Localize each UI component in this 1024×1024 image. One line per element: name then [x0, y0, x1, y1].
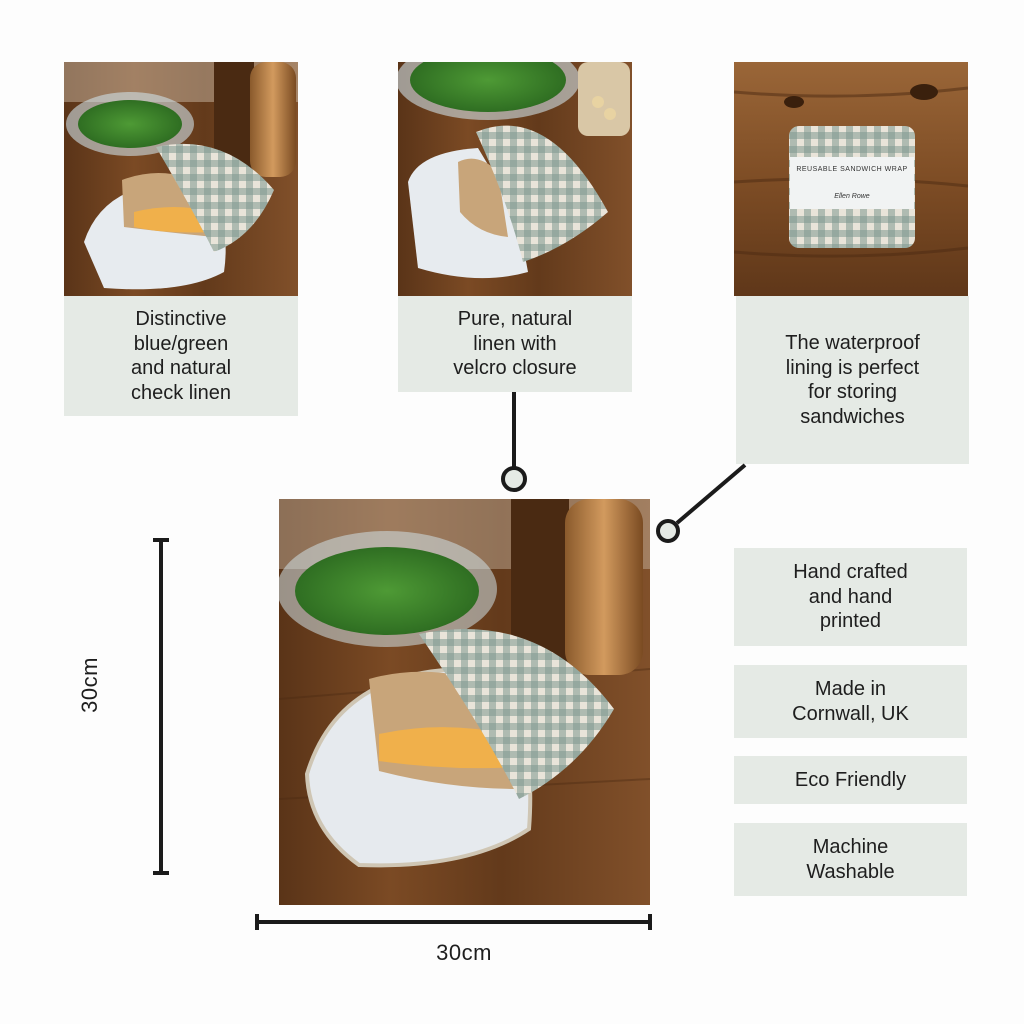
callout-closure: Pure, natural linen with velcro closure — [398, 296, 632, 392]
height-rule-cap-bottom — [153, 871, 169, 875]
connector-dot-closure — [501, 466, 527, 492]
packaging-label-title: REUSABLE SANDWICH WRAP — [796, 166, 908, 173]
width-rule-cap-right — [648, 914, 652, 930]
feature-hand-crafted: Hand crafted and hand printed — [734, 548, 967, 646]
feature-made-in-cornwall: Made in Cornwall, UK — [734, 665, 967, 738]
width-rule-cap-left — [255, 914, 259, 930]
connector-dot-lining — [656, 519, 680, 543]
main-product-photo — [279, 499, 650, 905]
feature-machine-washable: Machine Washable — [734, 823, 967, 896]
width-dimension-label: 30cm — [436, 940, 492, 965]
feature-eco-friendly: Eco Friendly — [734, 756, 967, 804]
height-dimension-label: 30cm — [77, 657, 102, 713]
product-photo-linen — [64, 62, 298, 296]
callout-lining: The waterproof lining is perfect for sto… — [736, 296, 969, 464]
height-rule-cap-top — [153, 538, 169, 542]
product-photo-closure — [398, 62, 632, 296]
product-photo-packaged: REUSABLE SANDWICH WRAP Ellen Rowe — [734, 62, 968, 296]
packaging-label-brand: Ellen Rowe — [834, 193, 870, 200]
callout-linen: Distinctive blue/green and natural check… — [64, 296, 298, 416]
width-dimension-rule — [257, 920, 651, 924]
height-dimension-rule — [159, 540, 163, 874]
